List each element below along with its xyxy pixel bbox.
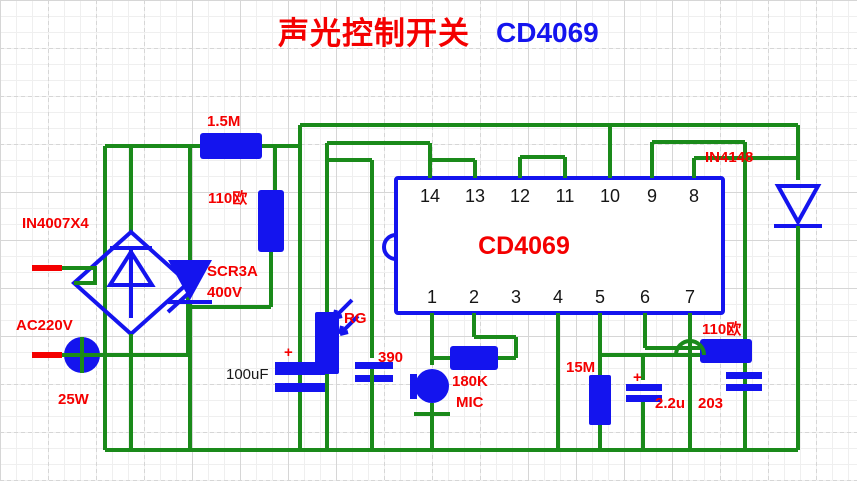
ic-label: CD4069 xyxy=(478,232,570,260)
pin-label-5: 5 xyxy=(595,287,605,307)
wire-group-ic-top: IN4148 xyxy=(325,125,798,450)
pin-label-13: 13 xyxy=(465,186,485,206)
label-capacitor-100uf: 100uF xyxy=(226,366,269,383)
pin-label-12: 12 xyxy=(510,186,530,206)
wire-crossover-hop xyxy=(674,339,706,356)
pin-label-7: 7 xyxy=(685,287,695,307)
label-resistor-110-gate: 110欧 xyxy=(208,189,247,207)
thyristor-scr3a-400v: SCR3A 400V xyxy=(166,260,258,314)
capacitor-203: 203 xyxy=(698,372,762,412)
resistor-1-5m: 1.5M xyxy=(200,113,262,159)
polarity-plus-100uf: + xyxy=(284,344,293,361)
pin-label-9: 9 xyxy=(647,186,657,206)
label-resistor-1-5m: 1.5M xyxy=(207,113,240,130)
pin-label-6: 6 xyxy=(640,287,650,307)
pin-label-11: 11 xyxy=(556,186,575,206)
photoresistor-rg: RG xyxy=(315,158,372,450)
label-microphone: MIC xyxy=(456,394,484,411)
label-capacitor-2-2u: 2.2u xyxy=(655,395,685,412)
capacitor-100uf: + 100uF xyxy=(226,344,325,392)
diagram-title-chinese: 声光控制开关 xyxy=(278,16,470,51)
diode-in4148 xyxy=(774,125,822,450)
pin-label-14: 14 xyxy=(420,186,440,206)
label-bridge-rectifier: IN4007X4 xyxy=(22,215,89,232)
pin-label-8: 8 xyxy=(689,186,699,206)
label-resistor-15m: 15M xyxy=(566,359,595,376)
lamp-25w: 25W xyxy=(58,283,190,450)
pin-label-10: 10 xyxy=(600,186,620,206)
label-resistor-110-output: 110欧 xyxy=(702,320,741,338)
label-capacitor-203: 203 xyxy=(698,395,723,412)
pin-label-2: 2 xyxy=(469,287,479,307)
pin-label-3: 3 xyxy=(511,287,521,307)
label-lamp-power: 25W xyxy=(58,391,90,408)
capacitor-2-2u: + 2.2u xyxy=(626,355,685,450)
label-scr-name: SCR3A xyxy=(207,263,258,280)
capacitor-390: 390 xyxy=(355,160,403,450)
label-diode-in4148: IN4148 xyxy=(705,149,753,166)
polarity-plus-2-2u: + xyxy=(633,369,642,386)
diagram-title-part: CD4069 xyxy=(496,17,599,48)
label-photoresistor: RG xyxy=(344,310,367,327)
pin-label-4: 4 xyxy=(553,287,563,307)
resistor-15m: 15M xyxy=(566,359,611,450)
label-capacitor-390: 390 xyxy=(378,349,403,366)
pin-label-1: 1 xyxy=(427,287,437,307)
label-ac-source: AC220V xyxy=(16,317,73,334)
resistor-110-ohm-gate: 110欧 xyxy=(190,189,284,309)
microphone-mic: MIC xyxy=(410,369,484,450)
ac-input: AC220V xyxy=(16,265,97,358)
label-scr-voltage: 400V xyxy=(207,284,242,301)
label-resistor-180k: 180K xyxy=(452,373,488,390)
resistor-180k: 180K xyxy=(450,346,498,390)
ic-cd4069: CD4069 14 13 12 11 10 9 8 1 2 3 4 5 6 7 xyxy=(382,176,725,315)
resistor-110-ohm-output: 110欧 xyxy=(700,320,752,363)
wire-group-ic-bottom xyxy=(430,313,745,450)
